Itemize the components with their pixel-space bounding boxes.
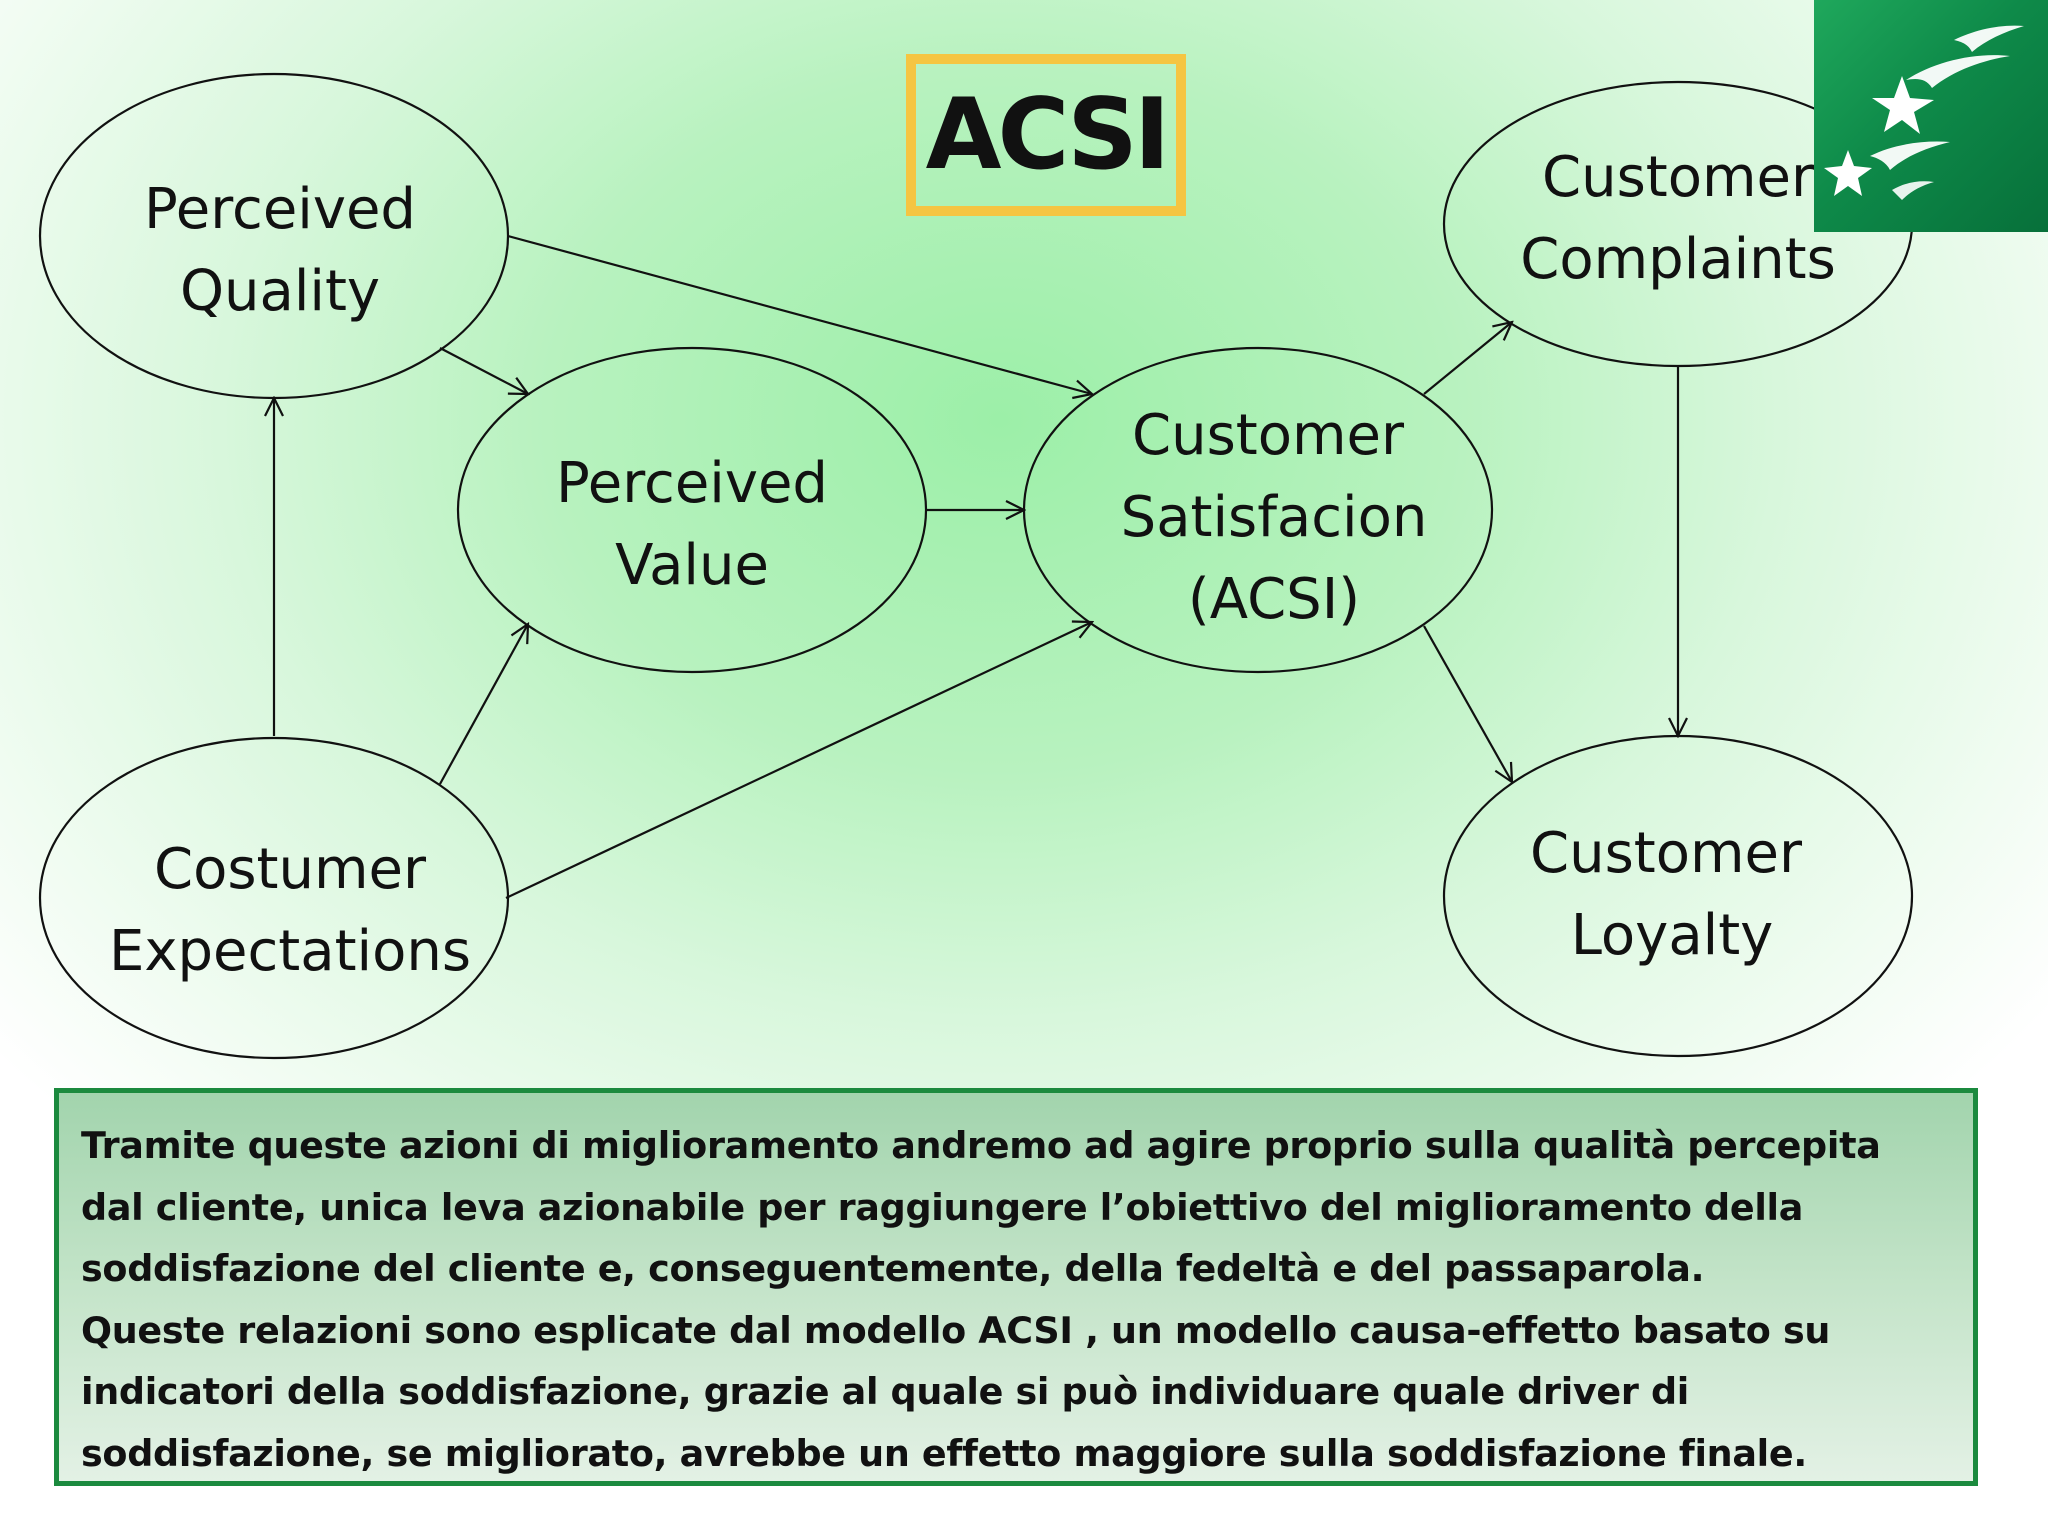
node-customer-satisfaction: Customer Satisfacion (ACSI) bbox=[1022, 346, 1494, 674]
description-line: Queste relazioni sono esplicate dal mode… bbox=[81, 1308, 1831, 1352]
node-customer-complaints: Customer Complaints bbox=[1442, 80, 1914, 368]
slide-title: ACSI bbox=[925, 78, 1171, 192]
node-customer-expectations: Costumer Expectations bbox=[38, 736, 510, 1060]
edge-satisfaction-to-complaints bbox=[1423, 322, 1512, 395]
node-label-line: Customer bbox=[1530, 821, 1803, 886]
node-label-line: Customer bbox=[1132, 403, 1405, 468]
description-line: indicatori della soddisfazione, grazie a… bbox=[81, 1370, 1690, 1413]
edge-expectations-to-satisfaction bbox=[505, 622, 1092, 899]
description-line: soddisfazione, se migliorato, avrebbe un… bbox=[81, 1431, 1807, 1475]
node-label-line: Expectations bbox=[109, 919, 471, 984]
description-line: Tramite queste azioni di miglioramento a… bbox=[81, 1124, 1881, 1167]
node-label-line: Satisfacion bbox=[1121, 485, 1428, 550]
node-label-line: Perceived bbox=[556, 451, 828, 516]
node-perceived-value: Perceived Value bbox=[456, 346, 928, 674]
edge-satisfaction-to-loyalty bbox=[1423, 625, 1512, 782]
description-line: soddisfazione del cliente e, conseguente… bbox=[81, 1247, 1705, 1290]
flying-stars-logo bbox=[1814, 0, 2048, 232]
node-label-line: (ACSI) bbox=[1188, 567, 1360, 632]
edge-quality-to-satisfaction bbox=[507, 234, 1092, 394]
edge-quality-to-value bbox=[439, 347, 528, 394]
node-label-line: Complaints bbox=[1520, 227, 1836, 292]
node-label-line: Costumer bbox=[154, 837, 427, 902]
flying-stars-logo-icon bbox=[1824, 25, 2024, 200]
acsi-diagram: Perceived Quality Perceived Value Custom… bbox=[38, 72, 1914, 1060]
node-label-line: Value bbox=[615, 533, 769, 598]
node-label-line: Customer bbox=[1542, 145, 1815, 210]
description-box: Tramite queste azioni di miglioramento a… bbox=[54, 1088, 1978, 1486]
node-label-line: Perceived bbox=[144, 177, 416, 242]
node-label-line: Loyalty bbox=[1571, 903, 1774, 968]
node-customer-loyalty: Customer Loyalty bbox=[1442, 734, 1914, 1058]
description-line: dal cliente, unica leva azionabile per r… bbox=[81, 1185, 1804, 1229]
edge-expectations-to-value bbox=[439, 624, 528, 785]
node-label-line: Quality bbox=[180, 259, 380, 324]
node-perceived-quality: Perceived Quality bbox=[38, 72, 510, 400]
title-box: ACSI bbox=[906, 54, 1186, 216]
